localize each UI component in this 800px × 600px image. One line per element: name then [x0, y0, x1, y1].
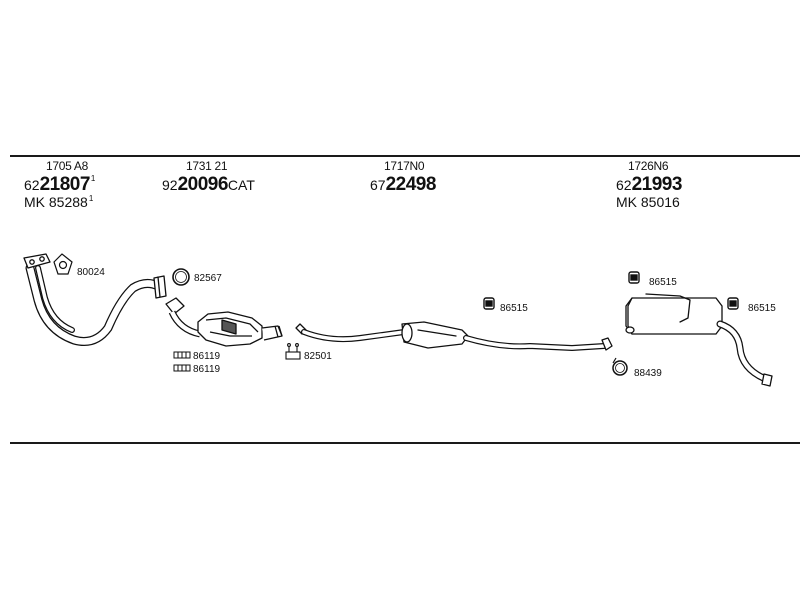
part-number-prefix: 62 [616, 177, 632, 193]
callout-ring-rear: 88439 [634, 368, 662, 379]
rear-silencer [625, 293, 773, 387]
callout-hanger-mid: 86515 [500, 303, 528, 314]
part-code: 1731 21 [186, 159, 228, 173]
callout-hanger-rear-top: 86515 [649, 277, 677, 288]
part-number: 21807 [39, 174, 91, 195]
part-number: 21993 [631, 174, 683, 195]
part-group-middle-silencer: 1717N0 6722498 [370, 160, 436, 194]
part-number-prefix: 62 [24, 177, 40, 193]
mounting-kit-number: MK 85016 [616, 194, 680, 210]
bolt-icon [173, 351, 191, 359]
part-number-prefix: 92 [162, 177, 178, 193]
hanger-icon [628, 271, 640, 284]
callout-bolt-upper: 86119 [193, 351, 221, 362]
top-divider [10, 155, 800, 157]
part-number: 20096 [177, 174, 229, 195]
ring-icon [172, 268, 190, 286]
hanger-icon [483, 297, 495, 310]
part-number-prefix: 67 [370, 177, 386, 193]
catalytic-converter [165, 297, 283, 347]
front-pipe [23, 253, 167, 346]
gasket-icon [53, 253, 73, 275]
part-code: 1717N0 [384, 159, 425, 173]
part-number-suffix: CAT [227, 177, 255, 193]
footnote-mark: 1 [90, 174, 96, 183]
bottom-divider [10, 442, 800, 444]
middle-silencer-pipe [295, 321, 613, 351]
part-group-rear-silencer: 1726N6 6221993 MK 85016 [616, 160, 682, 211]
part-code: 1705 A8 [46, 159, 88, 173]
callout-clamp-mid: 82501 [304, 351, 332, 362]
callout-gasket-front: 80024 [77, 267, 105, 278]
part-group-catalytic-converter: 1731 21 9220096CAT [162, 160, 255, 194]
bolt-icon [173, 364, 191, 372]
callout-hanger-rear-right: 86515 [748, 303, 776, 314]
part-code: 1726N6 [628, 159, 669, 173]
callout-ring-front: 82567 [194, 273, 222, 284]
footnote-mark: 1 [88, 194, 94, 203]
part-number: 22498 [385, 174, 437, 195]
callout-bolt-lower: 86119 [193, 364, 221, 375]
hanger-icon [727, 297, 739, 310]
clamp-icon [285, 343, 301, 360]
part-group-front-pipe: 1705 A8 62218071 MK 852881 [24, 160, 95, 211]
ring-icon [612, 357, 628, 376]
mounting-kit-number: MK 85288 [24, 194, 88, 210]
